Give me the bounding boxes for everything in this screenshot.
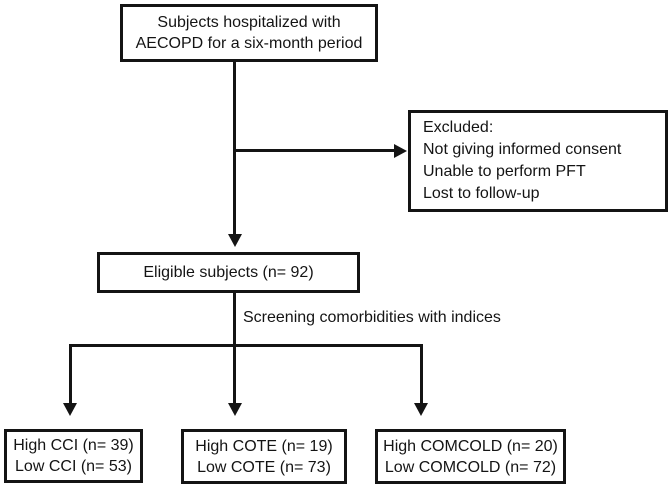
excluded-box: Excluded: Not giving informed consent Un… — [408, 110, 668, 212]
excluded-box-item: Unable to perform PFT — [423, 163, 586, 180]
arrowhead-down-to-comcold-icon — [414, 403, 428, 416]
arrowhead-down-to-cci-icon — [63, 403, 77, 416]
connector-branch-horizontal-line — [69, 344, 423, 347]
cote-box-line1: High COTE (n= 19) — [195, 437, 333, 455]
connector-middle-branch-line — [233, 346, 236, 404]
cci-box: High CCI (n= 39) Low CCI (n= 53) — [4, 429, 143, 483]
subjects-box: Subjects hospitalized with AECOPD for a … — [120, 4, 378, 62]
cci-box-line1: High CCI (n= 39) — [13, 437, 134, 454]
excluded-box-title: Excluded: — [423, 119, 494, 136]
comcold-box: High COMCOLD (n= 20) Low COMCOLD (n= 72) — [375, 429, 566, 484]
excluded-box-item: Lost to follow-up — [423, 185, 540, 202]
connector-excluded-horizontal-line — [233, 149, 395, 152]
eligible-box: Eligible subjects (n= 92) — [97, 252, 360, 293]
subjects-box-line2: AECOPD for a six-month period — [135, 35, 363, 52]
connector-top-vertical-line — [233, 61, 236, 235]
subjects-box-line1: Subjects hospitalized with — [157, 14, 341, 31]
arrowhead-down-to-cote-icon — [228, 403, 242, 416]
screening-label: Screening comorbidities with indices — [243, 309, 501, 326]
cci-box-line2: Low CCI (n= 53) — [15, 458, 132, 475]
arrowhead-down-to-eligible-icon — [228, 234, 242, 247]
connector-eligible-vertical-line — [233, 293, 236, 346]
cote-box-line2: Low COTE (n= 73) — [197, 458, 331, 476]
connector-left-branch-line — [69, 344, 72, 404]
comcold-box-line2: Low COMCOLD (n= 72) — [384, 458, 557, 476]
eligible-box-label: Eligible subjects (n= 92) — [143, 264, 314, 281]
arrowhead-right-to-excluded-icon — [394, 144, 407, 158]
connector-right-branch-line — [420, 344, 423, 404]
excluded-box-item: Not giving informed consent — [423, 141, 622, 158]
comcold-box-line1: High COMCOLD (n= 20) — [383, 437, 558, 455]
cote-box: High COTE (n= 19) Low COTE (n= 73) — [181, 429, 347, 484]
